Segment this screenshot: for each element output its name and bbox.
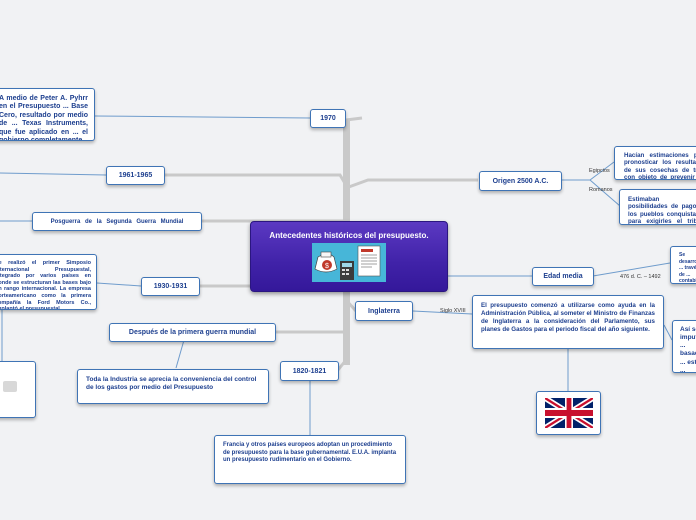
node-edad-media-text-label: Se desarrollaron ... través de ... conta… <box>679 252 696 284</box>
node-edad-media-label: Edad media <box>543 273 582 280</box>
label-edad-media-range: 476 d. C. – 1492 <box>620 274 661 280</box>
label-romanos: Romanos <box>589 187 613 193</box>
node-inglaterra-label: Inglaterra <box>368 308 400 315</box>
node-inglaterra-text-label: El presupuesto comenzó a utilizarse como… <box>481 302 655 333</box>
node-1930-label: 1930-1931 <box>154 283 187 290</box>
node-primera-guerra[interactable]: Después de la primera guerra mundial <box>109 323 276 342</box>
root-node[interactable]: Antecedentes históricos del presupuesto.… <box>250 221 448 292</box>
root-title: Antecedentes históricos del presupuesto. <box>251 231 447 240</box>
money-bag-calculator-icon: $ <box>312 243 386 282</box>
node-posguerra[interactable]: Posguerra de la Segunda Guerra Mundial <box>32 212 202 231</box>
node-1970-label: 1970 <box>320 115 336 122</box>
node-1961-1965[interactable]: 1961-1965 <box>106 166 165 185</box>
node-primera-guerra-text-label: Toda la Industria se aprecia la convenie… <box>86 376 256 391</box>
node-1820-1821[interactable]: 1820-1821 <box>280 361 339 381</box>
uk-flag-icon <box>545 398 593 428</box>
node-origen[interactable]: Origen 2500 A.C. <box>479 171 562 191</box>
node-inglaterra[interactable]: Inglaterra <box>355 301 413 321</box>
node-asi-text[interactable]: Así se ... imputados ... basados ... est… <box>672 320 696 373</box>
label-egipcios: Egipcios <box>589 168 610 174</box>
svg-text:$: $ <box>325 263 329 270</box>
node-egipcios-text[interactable]: Hacían estimaciones para pronosticar los… <box>614 146 696 180</box>
node-romanos-text[interactable]: Estimaban las posibilidades de pago de l… <box>619 189 696 225</box>
node-uk-flag-image[interactable] <box>536 391 601 435</box>
node-image-placeholder[interactable] <box>0 361 36 418</box>
node-primera-guerra-label: Después de la primera guerra mundial <box>129 329 256 336</box>
node-1930-text-label: Se realizó el primer Simposio Internacio… <box>0 260 91 310</box>
node-primera-guerra-text[interactable]: Toda la Industria se aprecia la convenie… <box>77 369 269 404</box>
node-egipcios-text-label: Hacían estimaciones para pronosticar los… <box>624 152 696 180</box>
node-romanos-text-label: Estimaban las posibilidades de pago de l… <box>628 196 696 225</box>
node-1820-label: 1820-1821 <box>293 368 326 375</box>
node-edad-media[interactable]: Edad media <box>532 267 594 286</box>
node-1970-text[interactable]: A medio de Peter A. Pyhrr en el Presupue… <box>0 88 95 141</box>
label-siglo-xviii: Siglo XVIII <box>440 308 466 314</box>
node-1820-text-label: Francia y otros países europeos adoptan … <box>223 442 396 463</box>
node-1930-text[interactable]: Se realizó el primer Simposio Internacio… <box>0 254 97 310</box>
node-origen-label: Origen 2500 A.C. <box>493 178 549 185</box>
node-asi-text-label: Así se ... imputados ... basados ... est… <box>680 326 696 373</box>
node-1930-1931[interactable]: 1930-1931 <box>141 277 200 296</box>
node-inglaterra-text[interactable]: El presupuesto comenzó a utilizarse como… <box>472 295 664 349</box>
node-posguerra-label: Posguerra de la Segunda Guerra Mundial <box>51 219 184 225</box>
node-1820-text[interactable]: Francia y otros países europeos adoptan … <box>214 435 406 484</box>
node-1961-label: 1961-1965 <box>119 172 152 179</box>
node-1970-text-label: A medio de Peter A. Pyhrr en el Presupue… <box>0 95 88 141</box>
node-edad-media-text[interactable]: Se desarrollaron ... través de ... conta… <box>670 246 696 284</box>
camera-icon <box>3 381 17 392</box>
node-1970[interactable]: 1970 <box>310 109 346 128</box>
